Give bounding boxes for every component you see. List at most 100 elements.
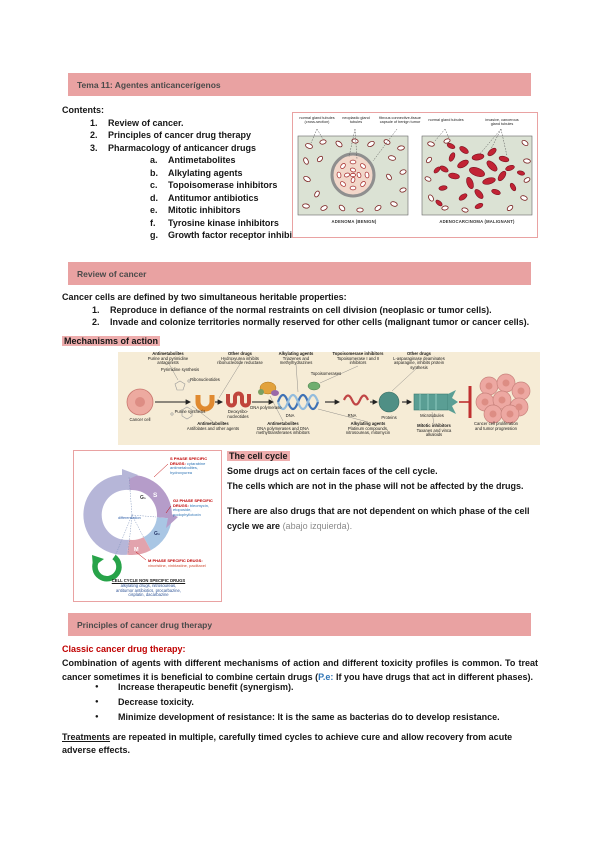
- review-item: 2. Invade and colonize territories norma…: [62, 316, 538, 329]
- mech-label-title: Other drugs: [228, 351, 252, 356]
- s-phase-drug-label: S PHASE SPECIFIC DRUGS: cytarabine antim…: [170, 456, 218, 475]
- page-title: Tema 11: Agentes anticancerígenos: [77, 79, 221, 90]
- cell-cycle-line2: The cells which are not in the phase wil…: [227, 481, 524, 491]
- histology-label-invasive: invasive, cancerous gland tubules: [485, 118, 519, 127]
- cell-cycle-figure: S G₂ M G₁ differentiation S PHASE SPECIF…: [73, 450, 222, 602]
- subitem-letter: f.: [150, 217, 156, 228]
- mech-label-title: Topoisomerase inhibitors: [332, 351, 384, 356]
- g2-phase-title: G2 PHASE SPECIFIC DRUGS:: [173, 498, 213, 508]
- mech-node-cancer-cell: Cancer cell: [129, 417, 151, 422]
- g2-phase-drug-label: G2 PHASE SPECIFIC DRUGS: bleomycin, etop…: [173, 498, 219, 517]
- g2-phase-drugs: bleomycin, etoposide, podophyllotoxin: [173, 502, 210, 517]
- histology-label-normal-left: normal gland tubules (cross-section): [299, 116, 335, 125]
- pe-abbrev: P.e:: [318, 672, 334, 682]
- mech-node-topoisomerases: Topoisomerases: [310, 371, 342, 376]
- histology-label-normal-right: normal gland tubules: [428, 118, 464, 122]
- subitem-label: Growth factor receptor inhibitors: [168, 230, 310, 240]
- cell-cycle-line3-text: There are also drugs that are not depend…: [227, 506, 530, 531]
- contents-subitem: f. Tyrosine kinase inhibitors: [62, 217, 322, 230]
- mech-node-purine: Purine synthesis: [174, 409, 206, 414]
- contents-subitem: b. Alkylating agents: [62, 167, 322, 180]
- phase-g1-label: G₁: [140, 495, 146, 501]
- cell-cycle-line3: There are also drugs that are not depend…: [227, 504, 539, 534]
- mech-label-title: Antimetabolites: [267, 421, 299, 426]
- classic-paragraph-text: Combination of agents with different mec…: [62, 658, 538, 682]
- cell-cycle-line3-note: (abajo izquierda).: [282, 521, 353, 531]
- mech-label-sub: Platinum compounds, nitrosoureas, mitomy…: [345, 425, 391, 436]
- item-label: Pharmacology of anticancer drugs: [108, 142, 257, 153]
- item-number: 1.: [90, 117, 98, 128]
- principles-bar-label: Principles of cancer drug therapy: [77, 619, 213, 630]
- mech-label-title: Antimetabolites: [197, 421, 229, 426]
- item-label: Invade and colonize territories normally…: [110, 317, 530, 327]
- cell-cycle-line1: Some drugs act on certain faces of the c…: [227, 466, 438, 476]
- bullet-label: Minimize development of resistance: It i…: [118, 712, 500, 722]
- review-section: Cancer cells are defined by two simultan…: [62, 291, 538, 329]
- caption-adenocarcinoma: ADENOCARCINOMA (MALIGNANT): [439, 219, 515, 224]
- subitem-label: Antimetabolites: [168, 155, 236, 165]
- treatments-word: Treatments: [62, 732, 111, 742]
- nonspecific-line2: antitumor antibiotics, procarbazine,: [116, 587, 181, 593]
- review-bar-label: Review of cancer: [77, 268, 147, 279]
- mech-label-sub: DNA polymerases and DNA methyltransferas…: [256, 425, 310, 436]
- mech-label-title: Antimetabolites: [152, 351, 184, 356]
- m-phase-drugs: vincristine, vinblastine, paclitaxel: [148, 562, 206, 568]
- subitem-letter: g.: [150, 230, 158, 240]
- nonspecific-line3: cisplatin, dacarbazine: [128, 592, 169, 598]
- mech-label-title: Other drugs: [407, 351, 431, 356]
- histology-figure: normal gland tubules (cross-section) neo…: [292, 112, 538, 238]
- contents-subitem: c. Topoisomerase inhibitors: [62, 179, 322, 192]
- classic-heading: Classic cancer drug therapy:: [62, 644, 186, 654]
- mech-node-proteins: Proteins: [381, 415, 397, 420]
- subitem-label: Alkylating agents: [168, 167, 243, 178]
- cell-cycle-illustration: S G₂ M G₁ differentiation: [83, 463, 178, 582]
- principles-bar: Principles of cancer drug therapy: [68, 613, 531, 636]
- mech-node-rna: RNA: [347, 413, 357, 418]
- contents-item: 2. Principles of cancer drug therapy: [62, 129, 322, 142]
- mechanisms-heading: Mechanisms of action: [62, 335, 161, 348]
- subitem-label: Antitumor antibiotics: [168, 192, 259, 203]
- cell-cycle-text: The cell cycle Some drugs act on certain…: [227, 449, 539, 534]
- histology-label-neoplastic: neoplastic gland tubules: [342, 116, 370, 125]
- item-label: Reproduce in defiance of the normal rest…: [110, 304, 492, 315]
- caption-adenoma: ADENOMA (BENIGN): [331, 219, 377, 224]
- contents-subitem: g. Growth factor receptor inhibitors: [62, 229, 322, 242]
- item-number: 3.: [90, 142, 98, 153]
- mech-node-dna-polymerase: DNA polymerase: [250, 405, 282, 410]
- nonspecific-title: CELL CYCLE NON SPECIFIC DRUGS: [111, 578, 186, 583]
- item-number: 2.: [90, 130, 98, 140]
- item-number: 1.: [92, 304, 100, 315]
- treatments-paragraph: Treatments are repeated in multiple, car…: [62, 731, 538, 756]
- mech-label-sub: Topoisomerase I and II inhibitors: [336, 355, 380, 366]
- m-phase-drug-label: M PHASE SPECIFIC DRUGS: vincristine, vin…: [148, 558, 218, 568]
- histology-label-capsule: fibrous connective-tissue capsule of ben…: [379, 116, 421, 125]
- bullet-item: Increase therapeutic benefit (synergism)…: [62, 680, 538, 695]
- contents-item: 1. Review of cancer.: [62, 117, 322, 130]
- mech-label-title: Mitotic inhibitors: [417, 423, 451, 428]
- subitem-letter: a.: [150, 155, 158, 165]
- s-phase-title: S PHASE SPECIFIC DRUGS:: [170, 456, 208, 466]
- mechanisms-heading-text: Mechanisms of action: [62, 336, 161, 346]
- subitem-label: Topoisomerase inhibitors: [168, 180, 278, 190]
- mech-node-microtubules: Microtubules: [420, 413, 444, 418]
- item-number: 2.: [92, 317, 100, 327]
- subitem-letter: b.: [150, 167, 158, 178]
- contents-subitem: a. Antimetabolites: [62, 154, 322, 167]
- mech-node-dna: DNA: [285, 413, 295, 418]
- classic-paragraph-text2: If you have drugs that act in different …: [333, 672, 533, 682]
- phase-g2-label: G₂: [154, 531, 160, 537]
- mech-node-deoxyribonucleotides: Deoxyribo- nucleotides: [227, 409, 249, 419]
- contents-heading: Contents:: [62, 105, 104, 115]
- classic-paragraph: Combination of agents with different mec…: [62, 656, 538, 684]
- nonspecific-line1: alkylating drugs, nitrosoureas,: [120, 582, 177, 588]
- title-bar: Tema 11: Agentes anticancerígenos: [68, 73, 531, 96]
